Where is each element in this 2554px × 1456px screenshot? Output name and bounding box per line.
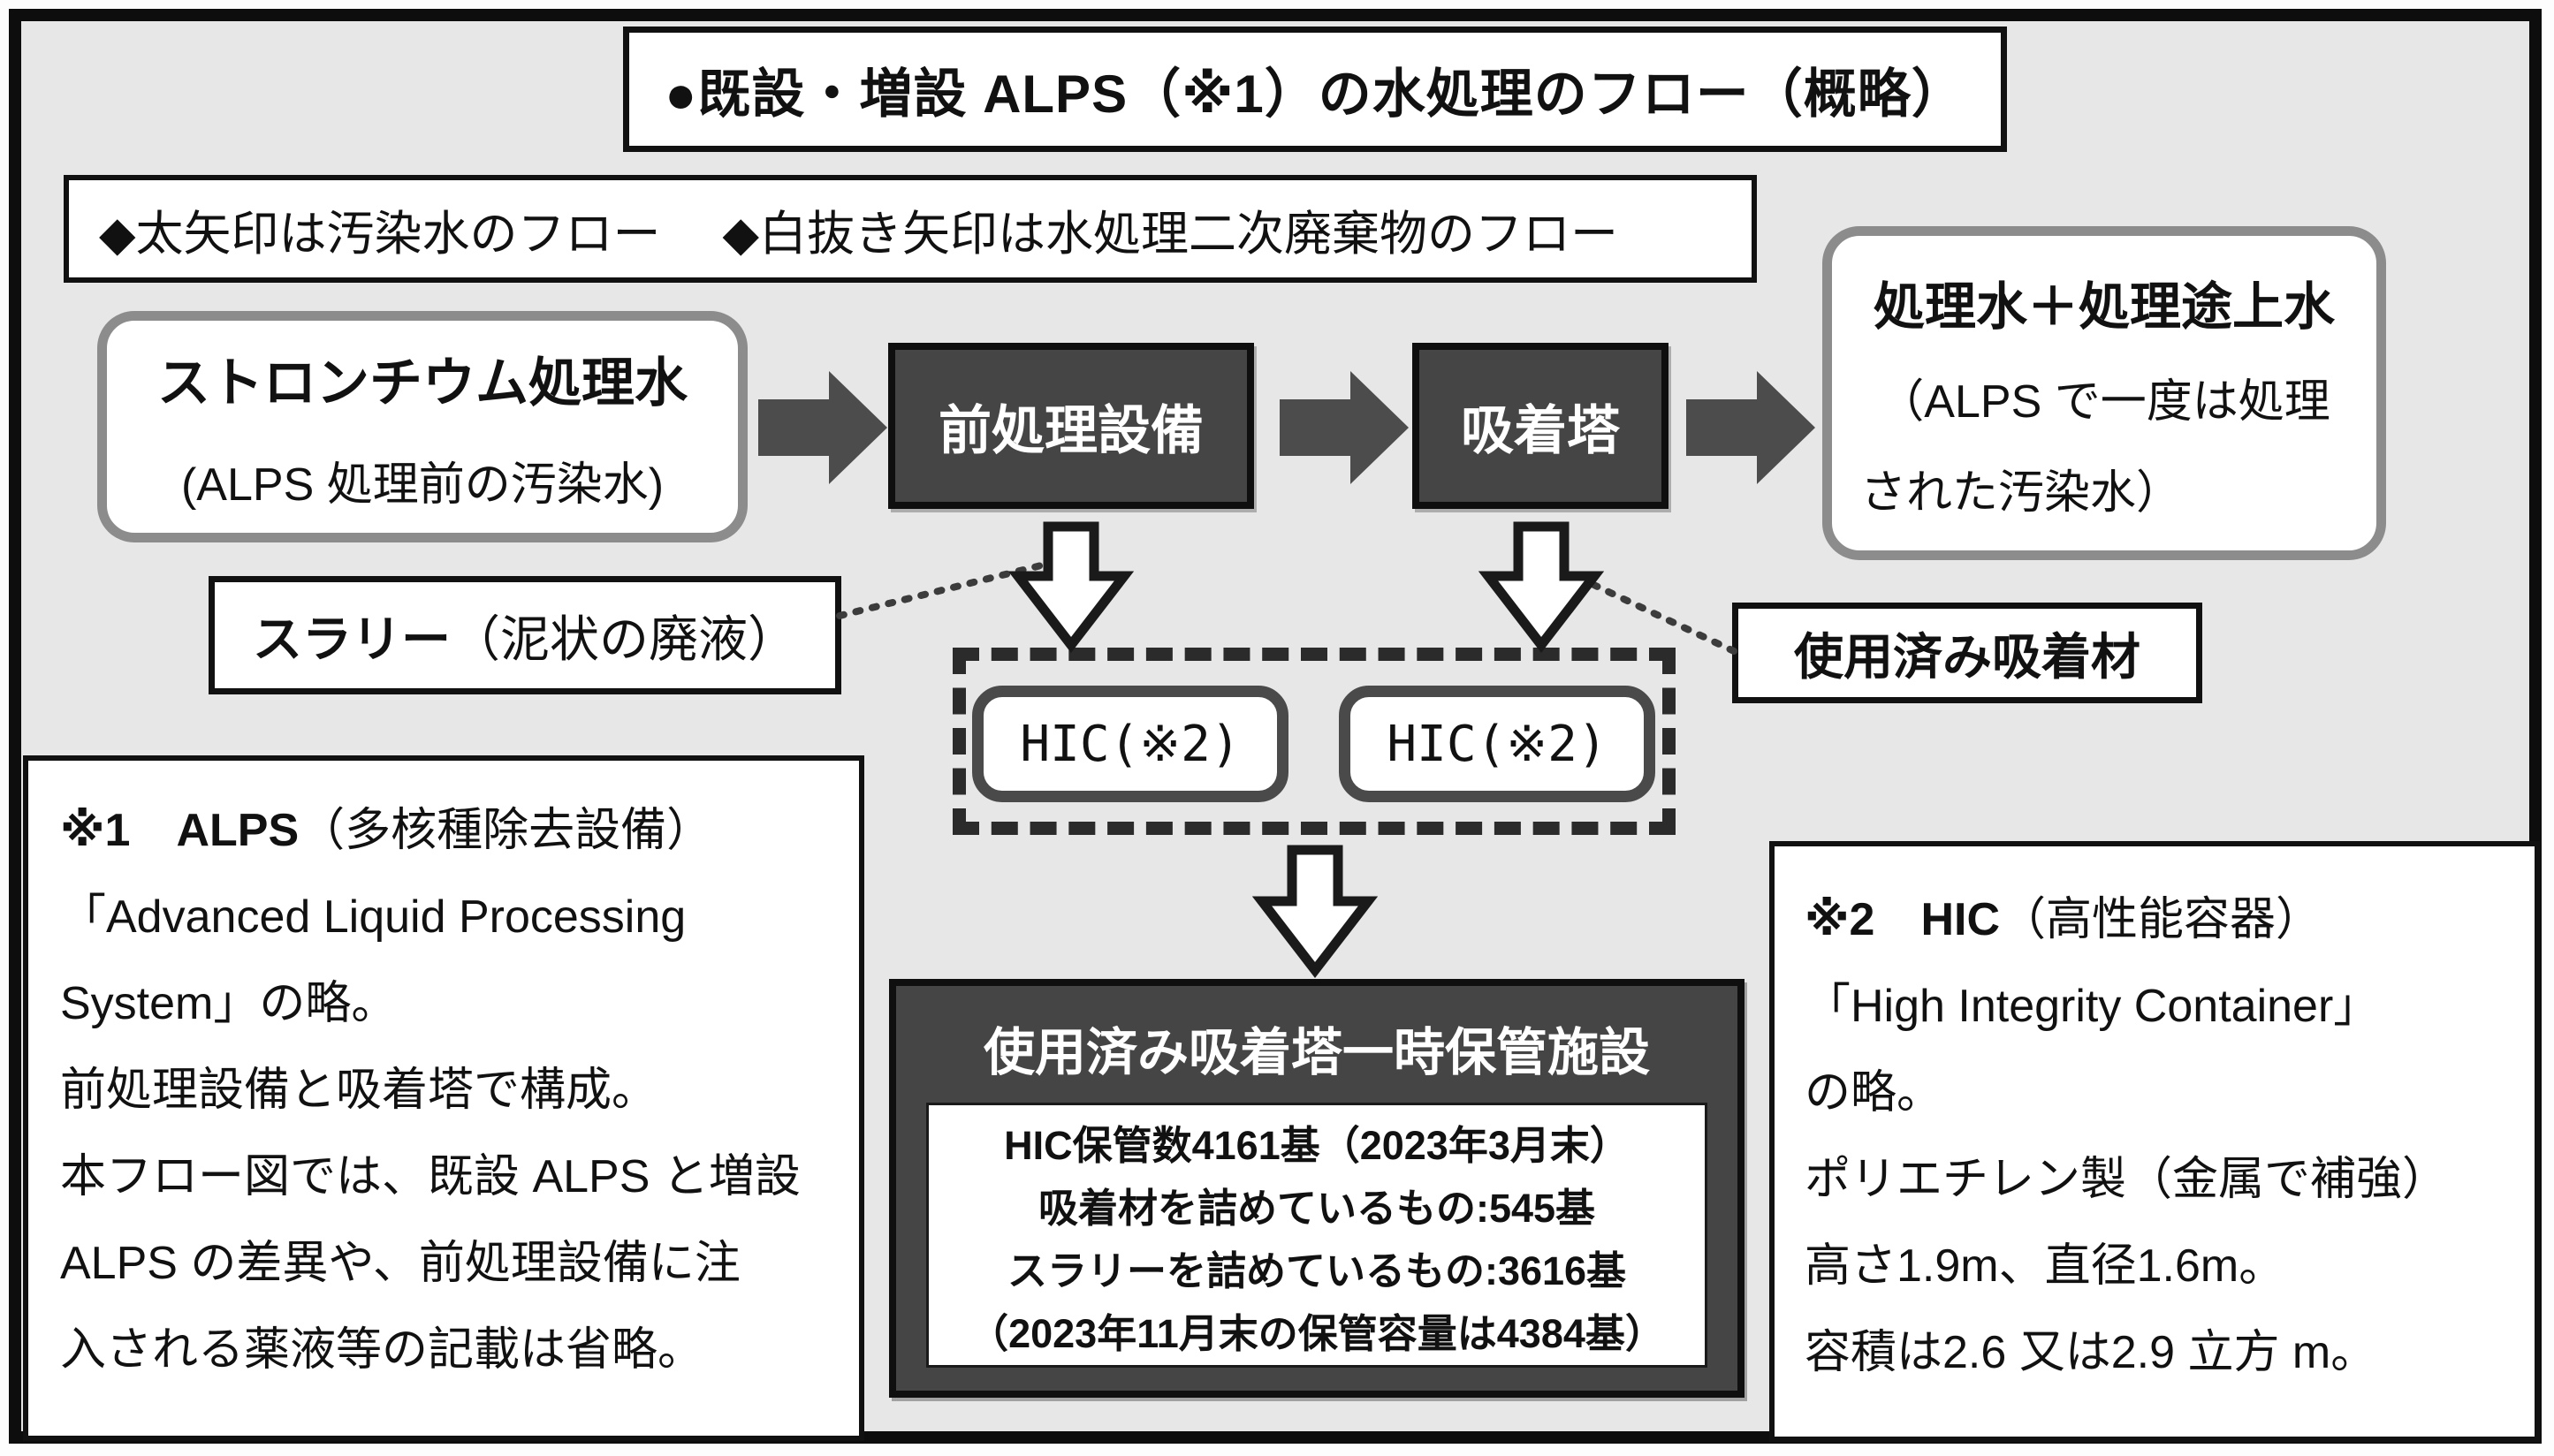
strontium-title: ストロンチウム処理水 [157,353,688,413]
pretreatment-label: 前処理設備 [939,400,1204,460]
legend-item-outline-arrow: ◆白抜き矢印は水処理二次廃棄物のフロー [722,207,1619,261]
legend-item-thick-arrow: ◆太矢印は汚染水のフロー [99,207,661,261]
node-slurry: スラリー （泥状の廃液） [209,576,841,694]
node-storage-facility: 使用済み吸着塔一時保管施設 HIC保管数4161基（2023年3月末） 吸着材を… [889,979,1744,1398]
footnote-alps-line: 「Advanced Liquid Processing [60,891,687,943]
footnote-hic-heading-rest: （高性能容器） [2000,894,2322,945]
footnote-alps-heading: ※1 ALPS（多核種除去設備） [60,787,827,874]
storage-stat-total: HIC保管数4161基（2023年3月末） [1004,1123,1630,1168]
footnote-alps-line: 本フロー図では、既設 ALPS と増設 [60,1151,801,1202]
diagram-title: ●既設・増設 ALPS（※1）の水処理のフロー（概略） [665,64,1965,124]
node-pretreatment-facility: 前処理設備 [888,343,1254,509]
node-adsorption-tower: 吸着塔 [1412,343,1668,509]
hic-2-label: HIC(※2) [1387,715,1608,773]
slurry-label-rest: （泥状の廃液） [451,610,797,667]
adsorption-label: 吸着塔 [1461,400,1620,460]
node-hic-1: HIC(※2) [972,686,1288,802]
footnote-hic-line: 容積は2.6 又は2.9 立方 m。 [1805,1327,2377,1378]
footnote-alps-line: ALPS の差異や、前処理設備に注 [60,1238,741,1289]
footnote-alps-heading-bold: ※1 ALPS [60,805,300,856]
storage-stat-adsorbent: 吸着材を詰めているもの:545基 [1038,1186,1596,1231]
footnote-hic: ※2 HIC（高性能容器） 「High Integrity Container」… [1769,841,2540,1442]
node-treated-water: 処理水＋処理途上水 （ALPS で一度は処理 された汚染水） [1822,226,2386,560]
footnote-hic-heading-bold: ※2 HIC [1805,894,2001,945]
node-spent-adsorbent: 使用済み吸着材 [1732,603,2202,703]
footnote-alps-line: System」の略。 [60,978,398,1029]
diagram-title-box: ●既設・増設 ALPS（※1）の水処理のフロー（概略） [623,27,2007,152]
strontium-subtitle: (ALPS 処理前の汚染水) [180,459,665,511]
node-strontium-treated-water: ストロンチウム処理水 (ALPS 処理前の汚染水) [97,311,748,542]
footnote-hic-line: 「High Integrity Container」 [1805,981,2380,1032]
footnote-hic-heading: ※2 HIC（高性能容器） [1805,876,2505,963]
footnote-hic-line: の略。 [1805,1067,1943,1119]
storage-stat-capacity: （2023年11月末の保管容量は4384基） [969,1311,1665,1356]
slurry-label-bold: スラリー [253,610,451,667]
spent-adsorbent-label: 使用済み吸着材 [1794,628,2140,685]
treated-subtitle-line2: された汚染水） [1860,467,2183,519]
footnote-hic-line: 高さ1.9m、直径1.6m。 [1805,1240,2285,1292]
footnote-alps-heading-rest: （多核種除去設備） [299,805,713,856]
footnote-alps-line: 入される薬液等の記載は省略。 [60,1324,704,1376]
node-hic-2: HIC(※2) [1339,686,1655,802]
footnote-alps: ※1 ALPS（多核種除去設備） 「Advanced Liquid Proces… [23,755,864,1441]
footnote-alps-line: 前処理設備と吸着塔で構成。 [60,1065,658,1116]
storage-stats-panel: HIC保管数4161基（2023年3月末） 吸着材を詰めているもの:545基 ス… [926,1103,1707,1368]
legend-box: ◆太矢印は汚染水のフロー ◆白抜き矢印は水処理二次廃棄物のフロー [64,175,1757,283]
footnote-hic-line: ポリエチレン製（金属で補強） [1805,1154,2449,1205]
treated-subtitle-line1: （ALPS で一度は処理 [1878,376,2330,428]
treated-title: 処理水＋処理途上水 [1873,278,2335,336]
storage-stat-slurry: スラリーを詰めているもの:3616基 [1007,1248,1627,1293]
storage-facility-title: 使用済み吸着塔一時保管施設 [983,1024,1650,1081]
hic-1-label: HIC(※2) [1020,715,1241,773]
